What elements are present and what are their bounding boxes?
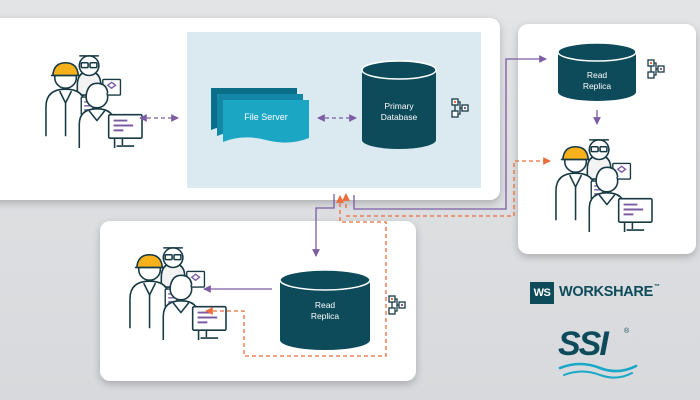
worker-group-icon-right (554, 138, 653, 233)
primary-database-label: Primary Database (380, 101, 418, 122)
network-icon-primary (451, 98, 469, 118)
ssi-logo: SSI ® (558, 326, 638, 382)
network-icon-bottom (388, 295, 406, 315)
read-replica-label-right: Read Replica (582, 70, 612, 91)
ssi-wordmark: SSI (558, 325, 609, 363)
primary-database-icon (361, 60, 437, 149)
file-server-icon (211, 88, 309, 143)
wave-icon (558, 362, 638, 379)
replication-arrows (205, 157, 551, 357)
file-server-label: File Server (244, 112, 288, 122)
registered-symbol: ® (624, 328, 630, 335)
network-icon-right (647, 59, 665, 79)
worker-group-icon-main (44, 54, 143, 149)
read-replica-icon-right (557, 42, 637, 101)
workshare-wordmark: WORKSHARE (559, 284, 653, 300)
worker-group-icon-bottom (128, 246, 227, 341)
trademark-symbol: ™ (653, 284, 660, 290)
read-replica-label-bottom: Read Replica (310, 300, 340, 321)
workshare-badge: WS (530, 282, 554, 304)
